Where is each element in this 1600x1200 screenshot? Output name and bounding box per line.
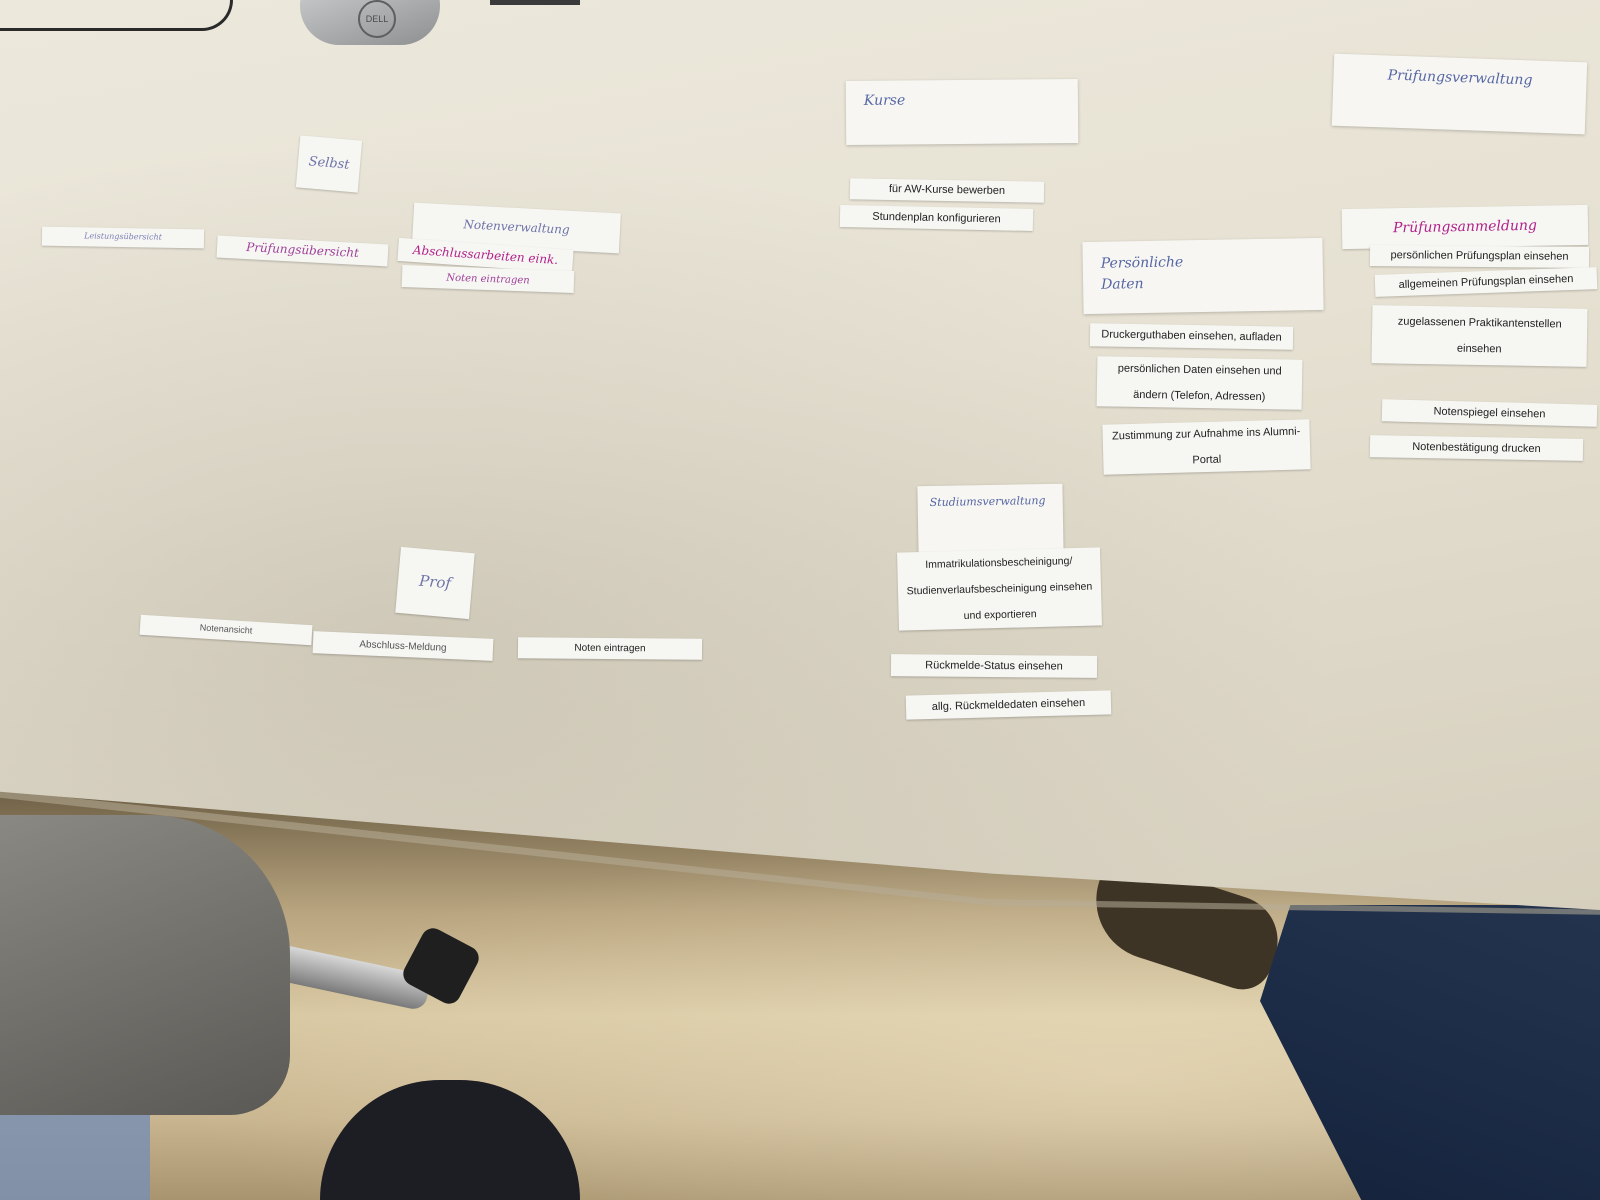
desk-shadow — [0, 0, 1600, 910]
slip-sv-2: Rückmelde-Status einsehen — [890, 654, 1098, 678]
slip-pruefung-5: Notenbestätigung drucken — [1369, 435, 1584, 461]
card-persoenliche-daten-label: Persönliche Daten — [1100, 254, 1184, 293]
mouse-cable — [0, 0, 233, 31]
card-persoenliche-daten: Persönliche Daten — [1082, 237, 1324, 315]
slip-pd-2: persönlichen Daten einsehen und ändern (… — [1096, 356, 1303, 410]
slip-sv-1: Immatrikulationsbescheinigung/ Studienve… — [897, 547, 1102, 631]
slip-pruefung-1: persönlichen Prüfungsplan einsehen — [1369, 245, 1590, 268]
slip-kurse-2: Stundenplan konfigurieren — [839, 204, 1034, 232]
mouse-logo: DELL — [358, 0, 396, 38]
card-pruefungsverwaltung: Prüfungsverwaltung — [1331, 53, 1588, 135]
card-pruefungsverwaltung-label: Prüfungsverwaltung — [1387, 67, 1533, 89]
cable-segment — [490, 0, 580, 5]
chair-seat — [0, 815, 290, 1115]
card-prof: Prof — [395, 546, 475, 620]
card-notenverwaltung-label: Notenverwaltung — [463, 217, 570, 237]
slip-pruefung-3: zugelassenen Praktikantenstellen einsehe… — [1371, 305, 1588, 367]
card-selbst-label: Selbst — [308, 153, 351, 173]
card-kurse-label: Kurse — [863, 92, 906, 109]
card-kurse: Kurse — [845, 78, 1079, 146]
slip-nv-2-label: Noten eintragen — [446, 272, 530, 286]
card-prof-label: Prof — [418, 571, 452, 593]
slip-pd-3: Zustimmung zur Aufnahme ins Alumni- Port… — [1102, 419, 1311, 475]
slip-prof-3: Noten eintragen — [517, 637, 703, 660]
card-pruefungsanmeldung: Prüfungsanmeldung — [1341, 204, 1589, 250]
slip-kurse-1: für AW-Kurse bewerben — [849, 178, 1045, 203]
card-selbst: Selbst — [295, 135, 363, 193]
card-pruefungsanmeldung-label: Prüfungsanmeldung — [1392, 217, 1538, 237]
slip-pd-1: Druckerguthaben einsehen, aufladen — [1089, 323, 1294, 350]
slip-selbst-2-label: Prüfungsübersicht — [245, 240, 360, 261]
card-studiumsverwaltung: Studiumsverwaltung — [917, 483, 1064, 557]
card-studiumsverwaltung-label: Studiumsverwaltung — [929, 494, 1046, 510]
desk-surface — [0, 0, 1600, 910]
slip-selbst-1-label: Leistungsübersicht — [84, 231, 162, 242]
slip-selbst-1: Leistungsübersicht — [41, 226, 205, 249]
